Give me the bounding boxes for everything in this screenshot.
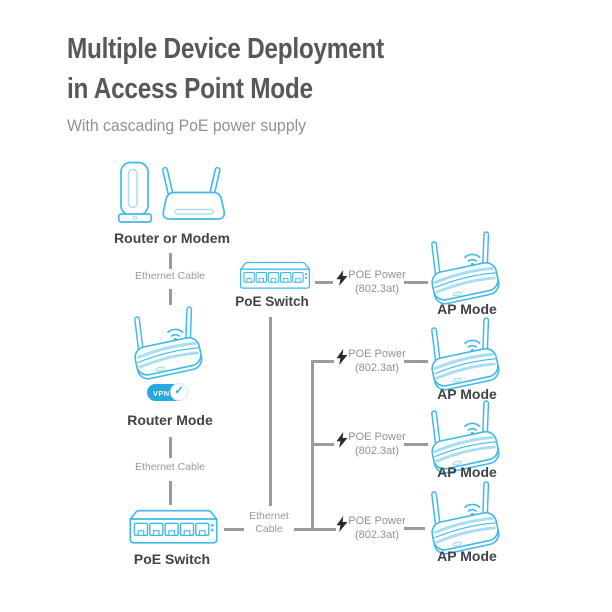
poe-power-caption: POE Power (802.3at) (348, 269, 406, 296)
ap-device-icon (427, 231, 505, 305)
router-modem-icon (118, 161, 230, 227)
poe-power-label: POE Power (348, 348, 406, 360)
lightning-bolt-icon (336, 270, 348, 286)
ap-mode-label: AP Mode (437, 301, 497, 317)
connector-line (169, 253, 172, 269)
poe-standard-label: (802.3at) (354, 528, 400, 541)
ap-device-icon (427, 400, 505, 474)
vpn-badge-label: VPN (153, 388, 170, 398)
connector-line (404, 527, 425, 530)
ap-device-icon (427, 317, 505, 391)
poe-switch-icon (238, 260, 312, 291)
ethernet-cable-label-top: Ethernet Cable (134, 270, 206, 282)
ap-mode-label: AP Mode (437, 386, 497, 402)
lightning-bolt-icon (336, 349, 348, 365)
ethernet-cable-label-bottom: Ethernet Cable (134, 461, 206, 473)
lightning-bolt-icon (336, 516, 348, 532)
poe-power-caption: POE Power (802.3at) (348, 431, 406, 458)
vpn-toggle-badge: VPN ✓ (147, 383, 188, 401)
connector-line (294, 528, 336, 531)
connector-line (169, 289, 172, 305)
check-icon: ✓ (170, 383, 188, 401)
connector-line (404, 443, 428, 446)
poe-switch-icon (127, 508, 220, 546)
connector-line (269, 317, 272, 506)
ap-mode-label: AP Mode (437, 548, 497, 564)
page-subtitle: With cascading PoE power supply (67, 116, 307, 135)
poe-standard-label: (802.3at) (354, 282, 400, 295)
connector-line (311, 443, 334, 446)
poe-standard-label: (802.3at) (354, 361, 400, 374)
poe-switch-label-bottom: PoE Switch (133, 551, 211, 567)
poe-power-caption: POE Power (802.3at) (348, 348, 406, 375)
connector-line (311, 361, 314, 531)
page-title-line2: in Access Point Mode (67, 73, 313, 105)
connector-line (315, 281, 333, 284)
connector-line (169, 481, 172, 505)
poe-switch-label-top: PoE Switch (235, 294, 309, 309)
poe-standard-label: (802.3at) (354, 444, 400, 457)
wifi-router-icon (130, 306, 208, 380)
poe-power-label: POE Power (348, 269, 406, 281)
poe-power-label: POE Power (348, 515, 406, 527)
ap-mode-label: AP Mode (437, 464, 497, 480)
lightning-bolt-icon (336, 432, 348, 448)
connector-line (404, 360, 428, 363)
connector-line (404, 281, 428, 284)
connector-line (311, 360, 334, 363)
connector-line (224, 528, 244, 531)
ethernet-cable-label-middle: Ethernet Cable (249, 510, 289, 535)
router-or-modem-label: Router or Modem (114, 230, 230, 246)
connector-line (169, 437, 172, 458)
ap-device-icon (427, 481, 505, 555)
poe-power-caption: POE Power (802.3at) (348, 515, 406, 542)
page-title-line1: Multiple Device Deployment (67, 33, 384, 65)
poe-power-label: POE Power (348, 431, 406, 443)
router-mode-label: Router Mode (127, 412, 213, 428)
